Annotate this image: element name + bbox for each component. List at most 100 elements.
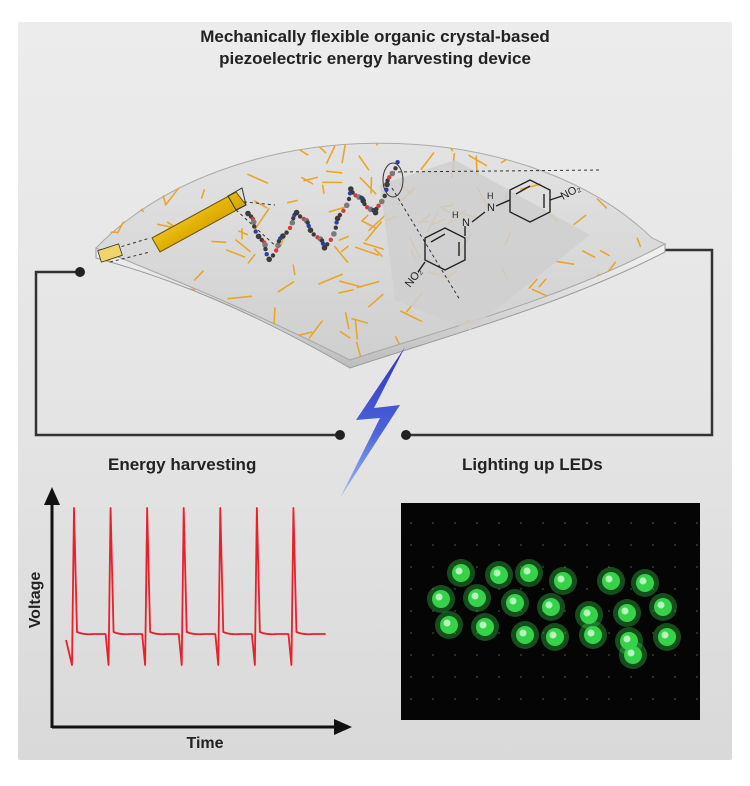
board-hole [674,610,676,612]
fiber [165,187,180,205]
board-hole [696,698,698,700]
board-hole [586,544,588,546]
fiber [581,337,598,342]
fiber [636,237,642,248]
fiber [365,221,383,242]
fiber [248,339,254,349]
board-hole [476,522,478,524]
fiber [341,142,348,164]
led-highlight [583,609,591,617]
board-hole [542,522,544,524]
fiber [147,313,168,329]
fiber [195,129,204,130]
chain-atom [266,256,273,263]
fiber [333,245,349,263]
board-hole [454,698,456,700]
board-hole [564,566,566,568]
fiber [300,176,314,185]
fiber [145,152,152,163]
fiber [646,345,661,350]
chain-atom [334,220,339,225]
board-hole [410,676,412,678]
organic-crystal-rod [151,187,247,253]
board-hole [476,676,478,678]
fiber [467,122,474,127]
board-hole [410,610,412,612]
board-hole [432,522,434,524]
board-hole [410,698,412,700]
fiber [129,178,133,197]
molecule-structure [417,179,563,273]
board-hole [520,522,522,524]
fiber [286,199,298,204]
fiber [106,175,114,186]
fiber [358,155,370,171]
board-hole [410,522,412,524]
fiber [136,156,141,168]
board-hole [586,654,588,656]
fiber [279,236,285,248]
board-hole [630,698,632,700]
fiber [232,322,247,336]
fiber [538,278,547,288]
fiber [596,198,608,209]
board-hole [454,632,456,634]
board-hole [586,698,588,700]
chain-atom [393,166,398,171]
fiber [175,170,193,177]
board-hole [410,544,412,546]
fiber [359,177,377,195]
chain-atom [384,181,390,188]
board-hole [432,632,434,634]
board-hole [520,566,522,568]
board-hole [652,588,654,590]
fiber [225,337,236,349]
board-hole [564,654,566,656]
fiber [189,302,196,322]
chain-atom [270,253,276,258]
fiber [162,194,167,206]
fiber [618,189,633,212]
fiber [113,198,124,217]
chain-atom [341,208,346,213]
board-hole [542,632,544,634]
fiber [238,230,249,236]
board-hole [498,544,500,546]
board-hole [586,676,588,678]
amine-n-left: N [462,217,470,229]
fiber [110,190,131,196]
fiber [263,147,274,155]
board-hole [542,676,544,678]
chain-atom [389,170,396,177]
title-line-2: piezoelectric energy harvesting device [219,49,531,68]
led-highlight [605,575,613,583]
board-hole [520,610,522,612]
fiber [528,278,538,290]
chain-atom [255,233,262,240]
fiber [599,249,610,257]
fiber [113,200,130,203]
board-hole [454,588,456,590]
board-hole [608,676,610,678]
board-hole [674,654,676,656]
board-hole [586,588,588,590]
chain-atom [337,212,343,218]
fiber [370,176,373,194]
fiber [495,123,500,132]
board-hole [630,522,632,524]
fiber [153,168,176,179]
board-hole [542,566,544,568]
fiber [470,121,474,132]
led-highlight [639,577,647,585]
chain-atom [289,219,296,226]
board-hole [476,654,478,656]
fiber [467,142,482,150]
fiber [325,145,336,164]
chain-atom [275,242,281,249]
fiber [247,173,269,184]
led-highlight [557,575,565,583]
board-hole [564,632,566,634]
chain-atom [253,229,258,234]
board-hole [520,698,522,700]
led-highlight [661,631,669,639]
